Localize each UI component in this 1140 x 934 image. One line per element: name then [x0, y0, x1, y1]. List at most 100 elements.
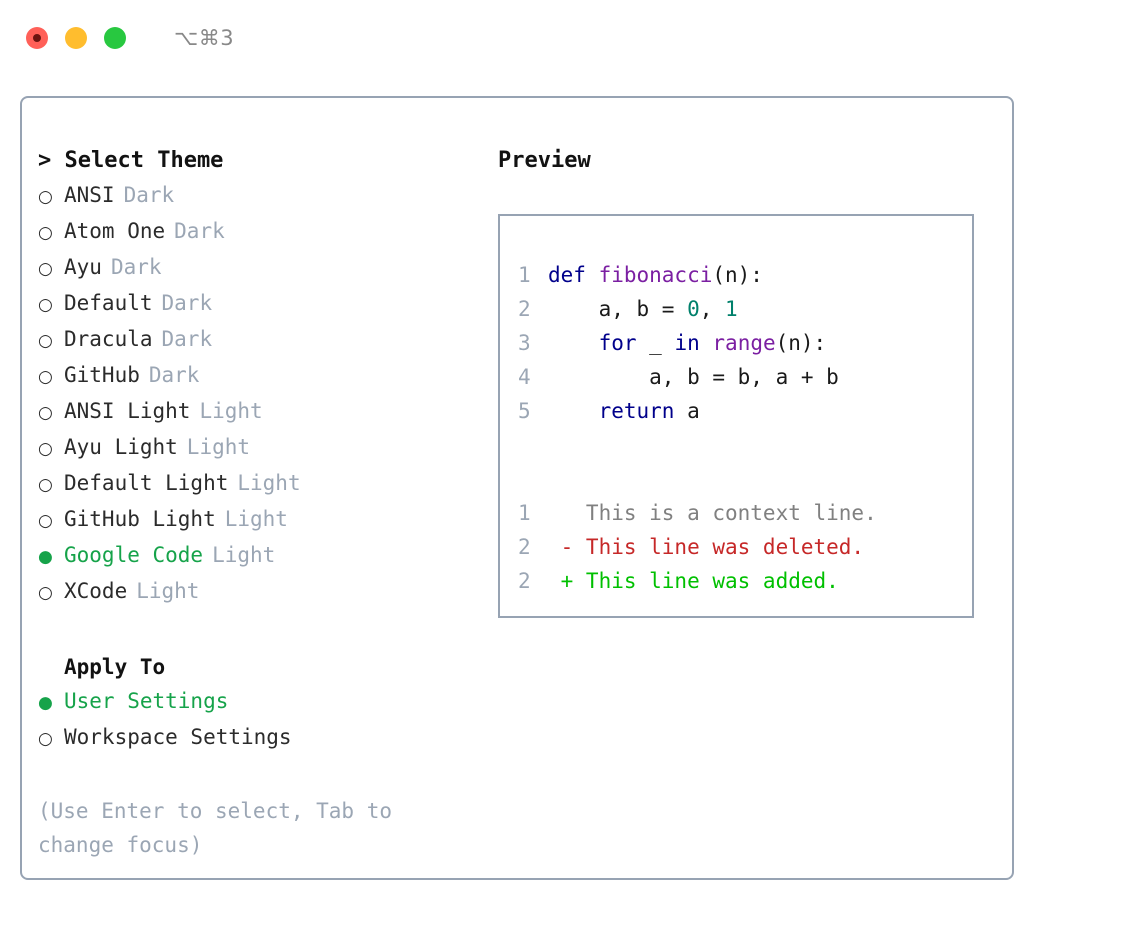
code-token-plain: (n): [775, 331, 827, 355]
code-token-plain [700, 326, 713, 360]
zoom-button[interactable] [104, 27, 126, 49]
theme-option-label: Ayu [64, 255, 102, 279]
code-token-fn: fibonacci [598, 263, 713, 287]
theme-option-label: GitHub Light [64, 507, 216, 531]
code-blank-line [518, 462, 972, 496]
theme-option-kind-badge: Dark [110, 255, 162, 279]
code-blank-line [518, 428, 972, 462]
radio-unselected-icon: ○ [38, 259, 53, 279]
radio-unselected-icon: ○ [38, 439, 53, 459]
code-line: 5 return a [518, 394, 972, 428]
radio-unselected-icon: ○ [38, 187, 53, 207]
theme-option-label: XCode [64, 579, 128, 603]
theme-option-ansi-light[interactable]: ○ ANSI Light Light [38, 394, 498, 430]
theme-option-kind-badge: Light [136, 579, 200, 603]
code-token-fn: range [712, 331, 776, 355]
apply-to-heading: Apply To [64, 655, 166, 679]
diff-line: 2 - This line was deleted. [518, 530, 972, 564]
code-token-ctx: This is a context line. [548, 501, 877, 525]
theme-option-label: Atom One [64, 219, 166, 243]
code-token-plain: a, b = [548, 297, 688, 321]
theme-option-ayu-light[interactable]: ○ Ayu Light Light [38, 430, 498, 466]
theme-option-kind-badge: Dark [161, 327, 213, 351]
theme-option-kind-badge: Dark [148, 363, 200, 387]
radio-unselected-icon: ○ [38, 295, 53, 315]
keyboard-shortcut-label: ⌥⌘3 [174, 26, 235, 50]
theme-option-label: GitHub [64, 363, 140, 387]
close-button[interactable] [26, 27, 48, 49]
minimize-button[interactable] [65, 27, 87, 49]
code-token-num: 0 [687, 297, 700, 321]
theme-option-kind-badge: Light [186, 435, 251, 459]
apply-to-option-workspace-settings[interactable]: ○ Workspace Settings [38, 720, 498, 756]
traffic-light-controls [26, 27, 126, 49]
theme-option-default[interactable]: ○ Default Dark [38, 286, 498, 322]
radio-unselected-icon: ○ [38, 511, 53, 531]
diff-line: 2 + This line was added. [518, 564, 972, 598]
radio-unselected-icon: ○ [38, 331, 53, 351]
theme-option-kind-badge: Dark [161, 291, 213, 315]
theme-option-github-light[interactable]: ○ GitHub Light Light [38, 502, 498, 538]
code-token-num: 1 [725, 297, 738, 321]
radio-selected-icon: ● [38, 693, 53, 713]
theme-option-github[interactable]: ○ GitHub Dark [38, 358, 498, 394]
code-token-kw: for [598, 331, 637, 355]
theme-option-ayu[interactable]: ○ Ayu Dark [38, 250, 498, 286]
theme-option-label: Ayu Light [64, 435, 178, 459]
code-token-add: + This line was added. [548, 569, 839, 593]
apply-to-option-user-settings[interactable]: ● User Settings [38, 684, 498, 720]
code-token-plain: (n): [712, 263, 763, 287]
preview-heading: Preview [498, 148, 591, 173]
radio-unselected-icon: ○ [38, 403, 53, 423]
code-token-plain [548, 326, 599, 360]
apply-to-option-label: User Settings [64, 689, 229, 713]
code-token-plain: a, b = b, a + b [548, 365, 839, 389]
code-line: 1 def fibonacci(n): [518, 258, 972, 292]
line-number: 5 [518, 399, 531, 423]
code-line: 2 a, b = 0, 1 [518, 292, 972, 326]
title-bar: ⌥⌘3 [0, 0, 1140, 76]
theme-option-label: Default [64, 291, 153, 315]
diff-snippet: 1 This is a context line.2 - This line w… [518, 496, 972, 598]
theme-option-label: Default Light [64, 471, 229, 495]
code-token-del: - This line was deleted. [548, 535, 865, 559]
code-line: 3 for _ in range(n): [518, 326, 972, 360]
line-number: 3 [518, 331, 531, 355]
theme-option-label: ANSI Light [64, 399, 191, 423]
radio-unselected-icon: ○ [38, 367, 53, 387]
theme-option-dracula[interactable]: ○ Dracula Dark [38, 322, 498, 358]
radio-unselected-icon: ○ [38, 729, 53, 749]
line-number: 1 [518, 263, 531, 287]
radio-unselected-icon: ○ [38, 475, 53, 495]
theme-option-label: Dracula [64, 327, 153, 351]
apply-to-option-label: Workspace Settings [64, 725, 292, 749]
line-number: 2 [518, 535, 531, 559]
radio-selected-icon: ● [38, 547, 53, 567]
code-token-kw: def [548, 263, 599, 287]
theme-option-kind-badge: Light [199, 399, 263, 423]
line-number: 2 [518, 569, 531, 593]
select-theme-heading: > Select Theme [38, 148, 224, 173]
theme-option-kind-badge: Light [224, 507, 288, 531]
theme-option-kind-badge: Dark [174, 219, 225, 243]
line-number: 4 [518, 365, 531, 389]
code-token-plain: , [699, 297, 726, 321]
code-token-plain: a [674, 399, 700, 423]
line-number: 2 [518, 297, 531, 321]
code-token-kw: return [598, 399, 675, 423]
theme-option-label: Google Code [64, 543, 204, 567]
pane-spacer [38, 610, 498, 650]
code-token-plain: _ [636, 331, 675, 355]
